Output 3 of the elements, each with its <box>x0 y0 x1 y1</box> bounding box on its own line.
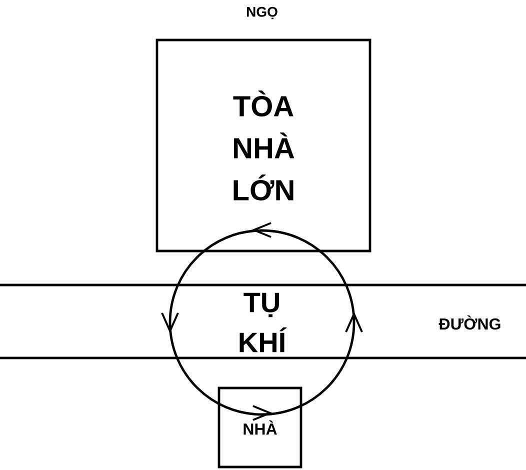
direction-label: NGỌ <box>247 6 278 20</box>
small-house-box: NHÀ <box>218 386 302 468</box>
building-box: TÒA NHÀ LỚN <box>156 38 372 252</box>
